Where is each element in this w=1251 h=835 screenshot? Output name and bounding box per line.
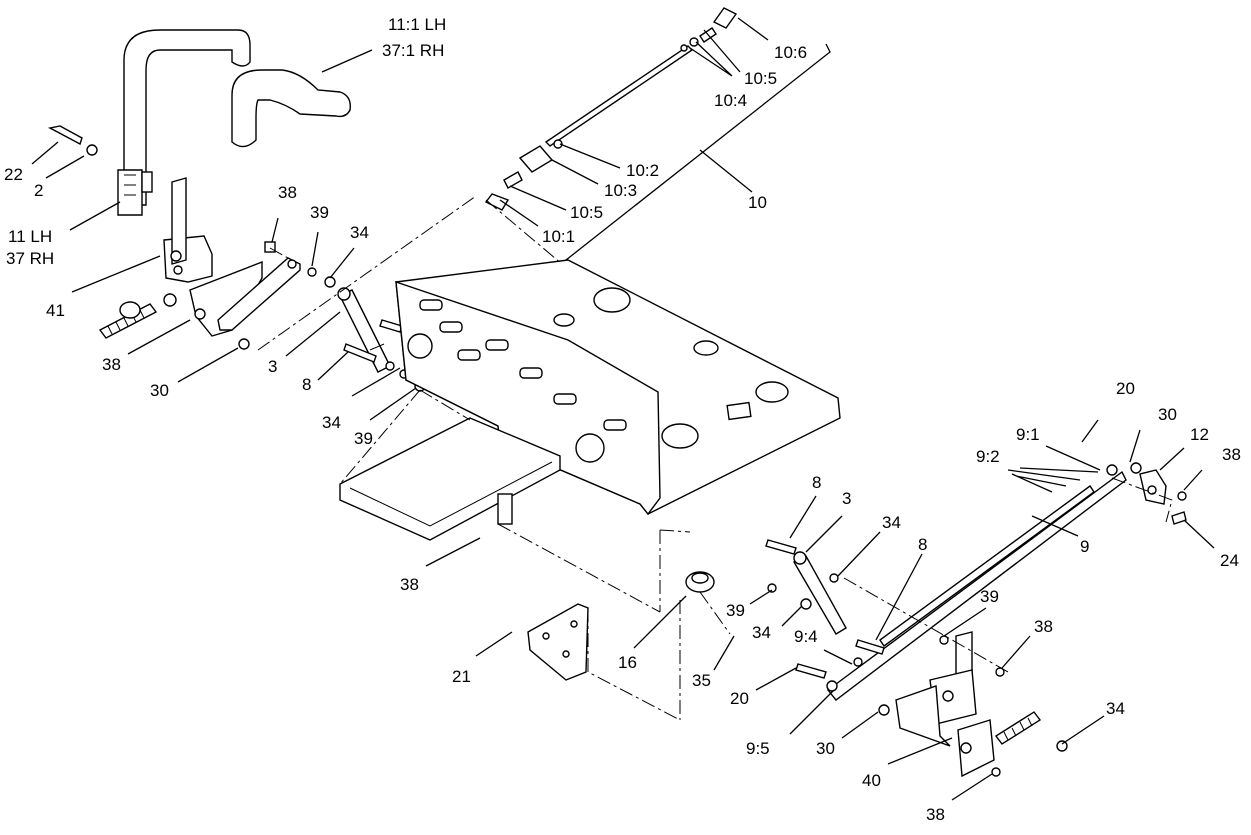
callout-10: 10 [748, 193, 767, 212]
callout-39: 39 [726, 601, 745, 620]
handle-part [117, 29, 251, 216]
callout-10-5: 10:5 [570, 203, 603, 222]
callout-38: 38 [926, 805, 945, 824]
callout-16: 16 [618, 653, 637, 672]
leader-lines [31, 17, 1215, 801]
callout-38: 38 [400, 575, 419, 594]
callout-10-3: 10:3 [604, 181, 637, 200]
callout-21: 21 [452, 667, 471, 686]
callout-10-1: 10:1 [542, 227, 575, 246]
callout-39: 39 [310, 203, 329, 222]
callout-30: 30 [816, 739, 835, 758]
left-bracket-part [98, 177, 263, 339]
callout-37-1-rh: 37:1 RH [382, 41, 444, 60]
callout-22: 22 [4, 165, 23, 184]
callout-10-4: 10:4 [714, 91, 747, 110]
callout-30: 30 [150, 381, 169, 400]
callout-24: 24 [1220, 551, 1239, 570]
callout-38: 38 [1034, 617, 1053, 636]
callout-11-lh: 11 LH [8, 227, 52, 246]
lower-tray-part [339, 417, 561, 541]
right-bracket-assembly [878, 631, 1068, 778]
callout-34: 34 [322, 413, 341, 432]
callout-39: 39 [354, 429, 373, 448]
callout-12: 12 [1190, 425, 1209, 444]
callout-9-5: 9:5 [746, 739, 770, 758]
callout-8: 8 [918, 535, 927, 554]
callout-34: 34 [752, 623, 771, 642]
right-damper-part [765, 539, 885, 679]
cap-16-part [685, 571, 715, 593]
callout-20: 20 [730, 689, 749, 708]
callout-30: 30 [1158, 405, 1177, 424]
handle-grip-part [231, 69, 351, 148]
callout-9-2: 9:2 [976, 447, 1000, 466]
left-hardware [47, 125, 426, 392]
left-damper-part [337, 287, 391, 373]
callout-9-4: 9:4 [794, 627, 818, 646]
callout-34: 34 [350, 223, 369, 242]
callout-3: 3 [842, 489, 851, 508]
callout-8: 8 [812, 473, 821, 492]
right-rod-part [826, 464, 1127, 701]
callout-39: 39 [980, 587, 999, 606]
callout-34: 34 [1106, 699, 1125, 718]
callout-34: 34 [882, 513, 901, 532]
callout-35: 35 [692, 671, 711, 690]
callout-38: 38 [278, 183, 297, 202]
callout-9-1: 9:1 [1016, 425, 1040, 444]
bracket-21-part [527, 603, 589, 681]
callout-10-5: 10:5 [744, 69, 777, 88]
assembly-centerlines [257, 195, 1173, 721]
callout-9: 9 [1080, 537, 1089, 556]
callout-40: 40 [862, 771, 881, 790]
callout-38: 38 [1222, 445, 1241, 464]
callout-labels: 11:1 LH 37:1 RH 22 2 11 LH 37 RH 41 38 3… [4, 15, 1241, 824]
right-bracket-part [1130, 462, 1187, 525]
main-frame-part [395, 259, 841, 516]
callout-2: 2 [34, 181, 43, 200]
callout-8: 8 [302, 375, 311, 394]
control-rod-part [484, 7, 738, 211]
callout-10-6: 10:6 [774, 43, 807, 62]
callout-41: 41 [46, 301, 65, 320]
callout-3: 3 [268, 357, 277, 376]
callout-20: 20 [1116, 379, 1135, 398]
callout-10-2: 10:2 [626, 161, 659, 180]
callout-37-rh: 37 RH [6, 249, 54, 268]
callout-11-1-lh: 11:1 LH [388, 15, 446, 34]
callout-38: 38 [102, 355, 121, 374]
